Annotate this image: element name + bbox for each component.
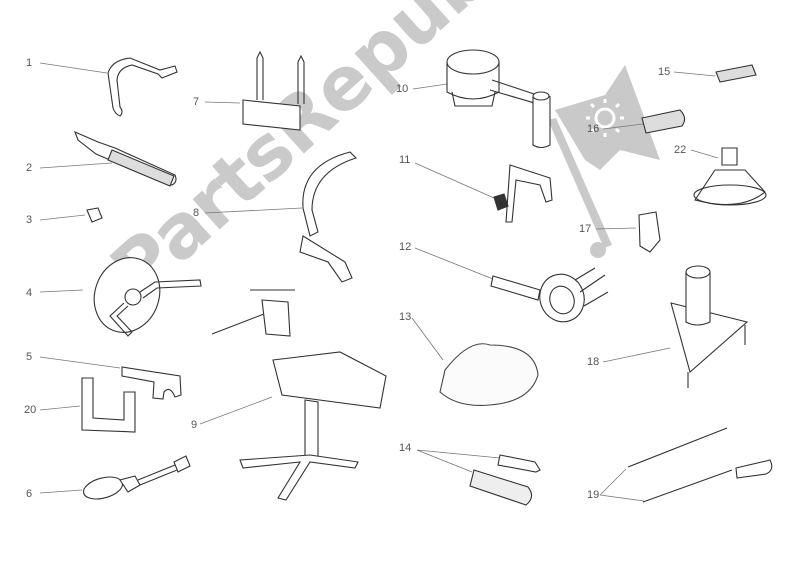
part-label-22: 22 bbox=[674, 144, 687, 156]
gear-icon bbox=[586, 99, 624, 137]
part-label-10: 10 bbox=[396, 83, 409, 95]
part-label-7: 7 bbox=[193, 96, 200, 108]
part-label-13: 13 bbox=[399, 311, 412, 323]
part-label-11: 11 bbox=[399, 154, 411, 166]
part-label-17: 17 bbox=[579, 223, 592, 235]
part-label-19: 19 bbox=[587, 489, 600, 501]
part-label-20: 20 bbox=[24, 404, 37, 416]
part-label-14: 14 bbox=[399, 442, 412, 454]
part-label-15: 15 bbox=[658, 66, 671, 78]
part-label-18: 18 bbox=[587, 356, 600, 368]
part-label-8: 8 bbox=[193, 207, 200, 219]
leader-lines bbox=[39, 62, 719, 502]
part-label-12: 12 bbox=[399, 241, 412, 253]
part-label-4: 4 bbox=[26, 287, 33, 299]
part-label-9: 9 bbox=[191, 419, 198, 431]
part-label-16: 16 bbox=[587, 123, 600, 135]
part-label-5: 5 bbox=[26, 351, 33, 363]
part-label-3: 3 bbox=[26, 214, 33, 226]
part-label-2: 2 bbox=[26, 162, 33, 174]
flag-with-gear-icon bbox=[548, 65, 660, 258]
part-label-6: 6 bbox=[26, 488, 33, 500]
part-label-1: 1 bbox=[26, 57, 33, 69]
